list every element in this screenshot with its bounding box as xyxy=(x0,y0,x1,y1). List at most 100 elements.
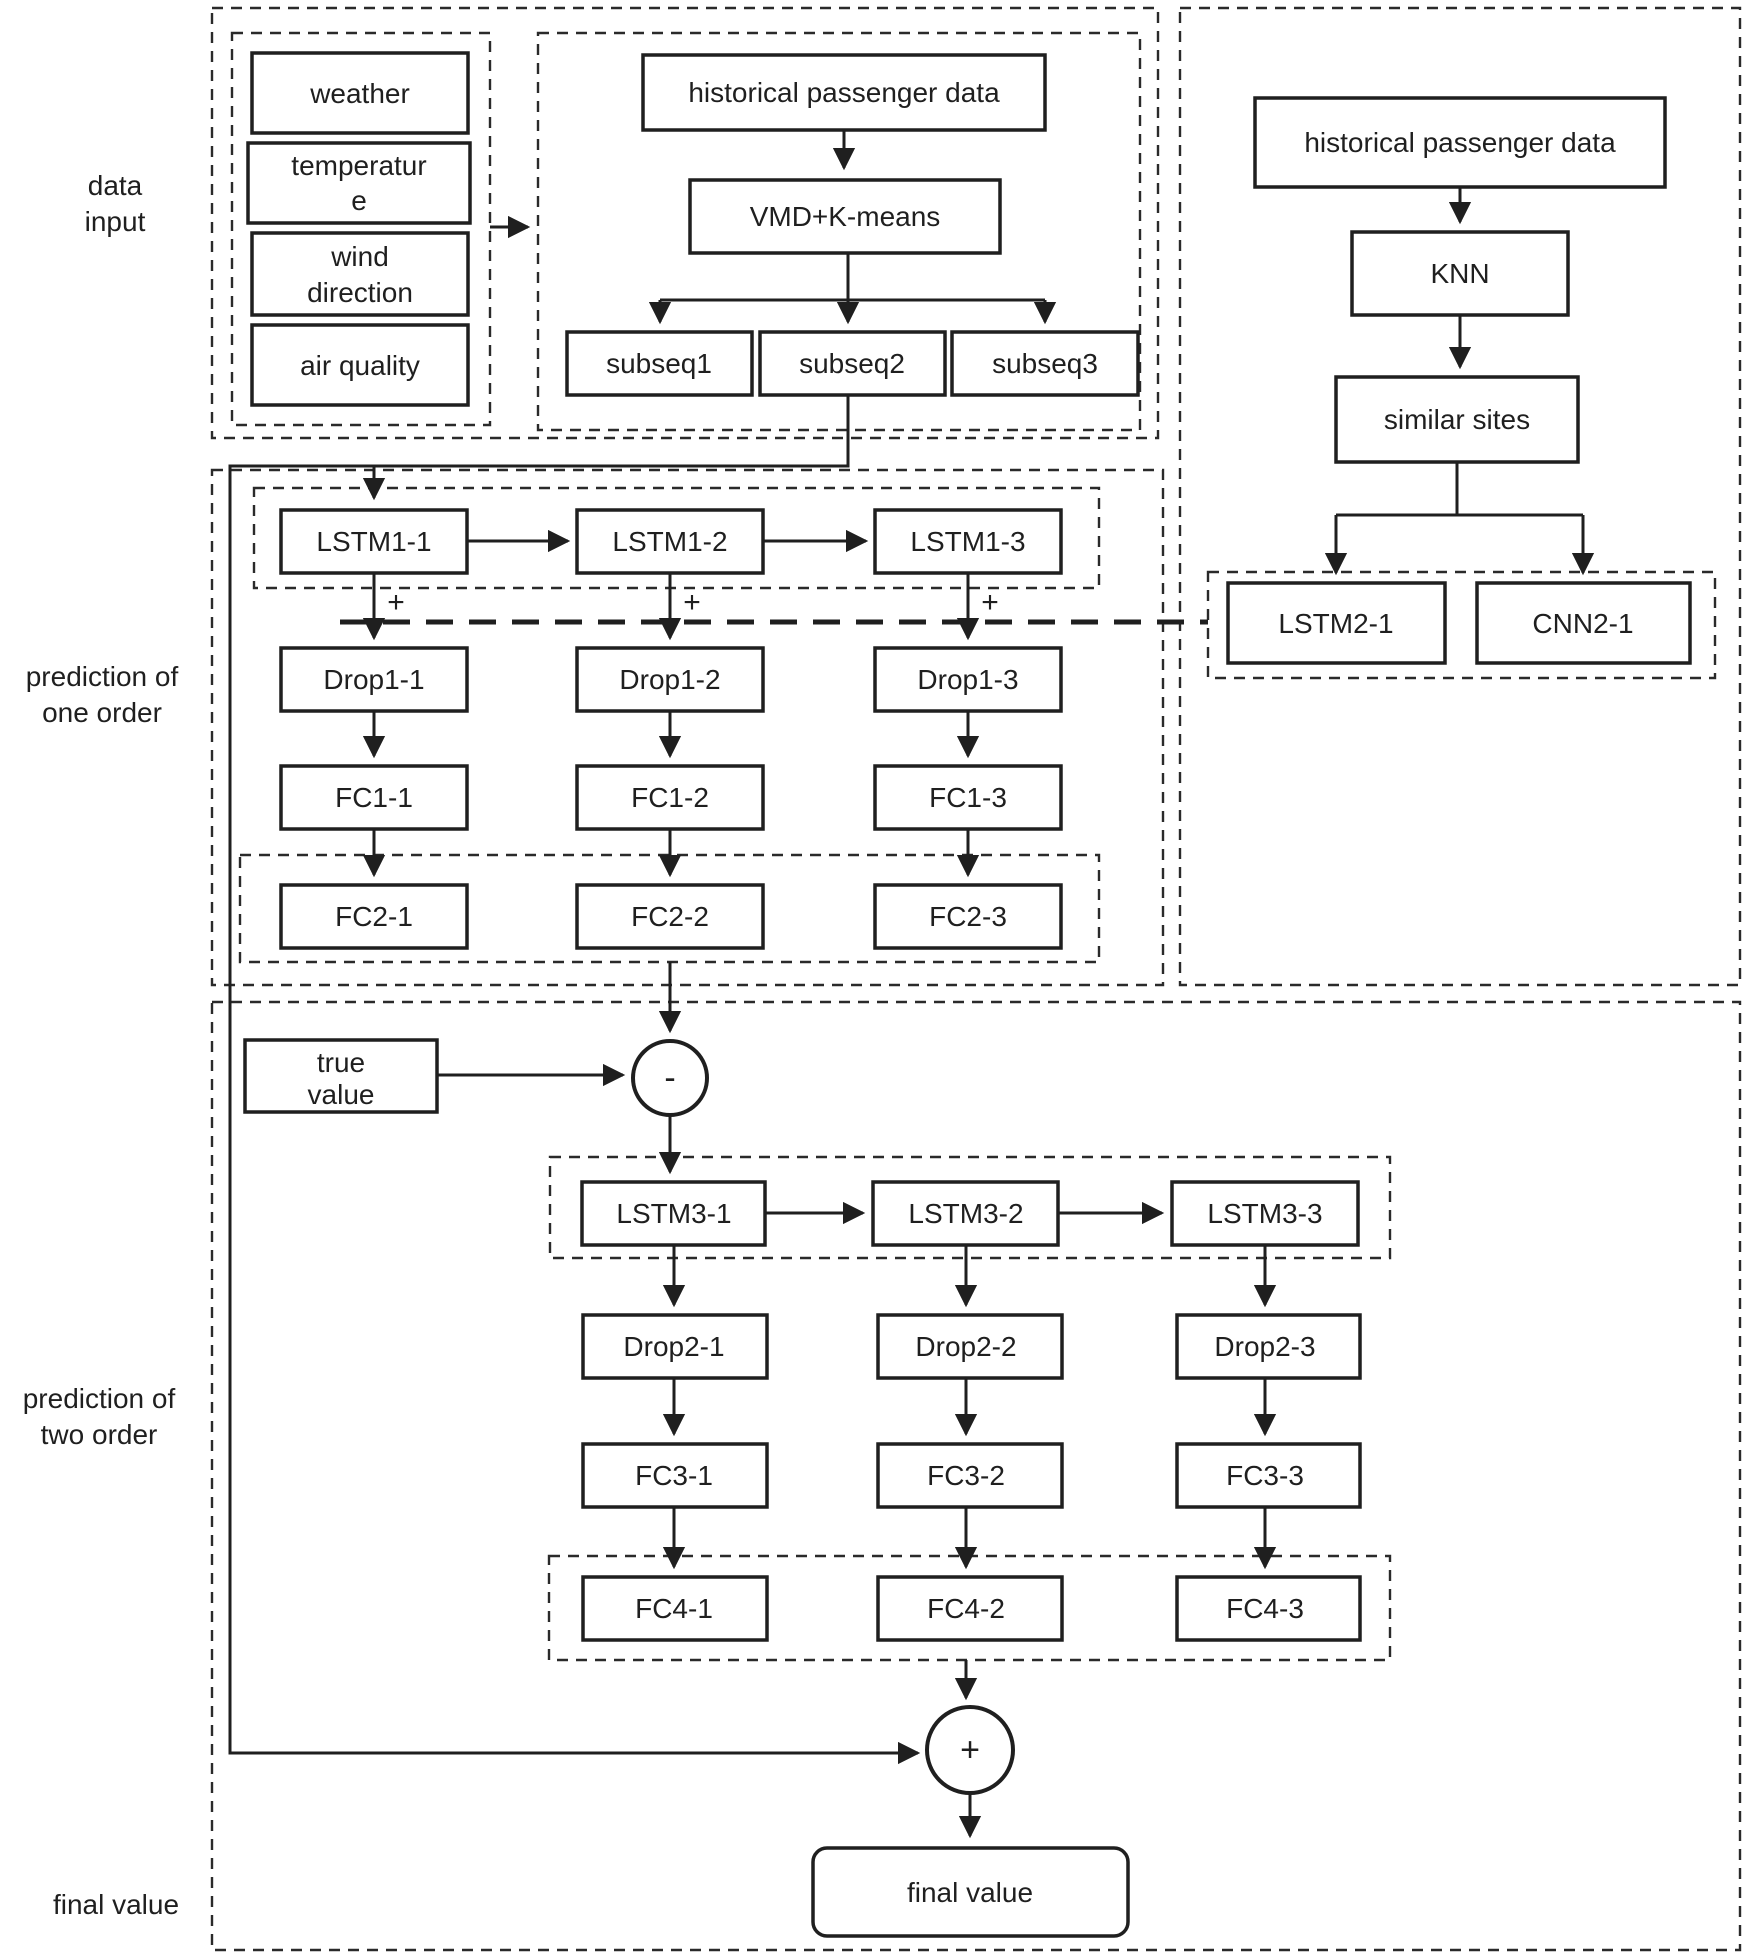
svg-text:FC4-3: FC4-3 xyxy=(1226,1593,1304,1624)
svg-text:temperatur: temperatur xyxy=(291,150,426,181)
label-data-input-1: data xyxy=(88,170,143,201)
lstm2-cnn2-frame xyxy=(1206,570,1717,680)
node-fc4-1: FC4-1 xyxy=(581,1575,769,1642)
node-fc1-3: FC1-3 xyxy=(873,764,1063,831)
svg-text:+: + xyxy=(960,1731,980,1769)
svg-text:FC1-3: FC1-3 xyxy=(929,782,1007,813)
svg-text:LSTM2-1: LSTM2-1 xyxy=(1278,608,1393,639)
svg-text:LSTM3-1: LSTM3-1 xyxy=(616,1198,731,1229)
svg-text:value: value xyxy=(308,1079,375,1110)
node-fc4-3: FC4-3 xyxy=(1175,1575,1362,1642)
svg-text:LSTM1-2: LSTM1-2 xyxy=(612,526,727,557)
svg-text:Drop2-2: Drop2-2 xyxy=(915,1331,1016,1362)
label-two-order-2: two order xyxy=(41,1419,158,1450)
node-lstm3-2: LSTM3-2 xyxy=(871,1180,1060,1247)
svg-text:subseq1: subseq1 xyxy=(606,348,712,379)
svg-text:wind: wind xyxy=(330,241,389,272)
svg-text:FC1-1: FC1-1 xyxy=(335,782,413,813)
svg-text:FC3-1: FC3-1 xyxy=(635,1460,713,1491)
lstm3-row-frame xyxy=(548,1155,1392,1260)
node-fc1-2: FC1-2 xyxy=(575,764,765,831)
svg-text:subseq3: subseq3 xyxy=(992,348,1098,379)
svg-text:direction: direction xyxy=(307,277,413,308)
knn-branch-frame xyxy=(1178,6,1742,987)
svg-text:FC2-1: FC2-1 xyxy=(335,901,413,932)
node-similar-sites: similar sites xyxy=(1334,375,1580,464)
node-subseq2: subseq2 xyxy=(758,330,947,397)
svg-text:historical passenger data: historical passenger data xyxy=(688,77,1000,108)
add-mark-3: + xyxy=(981,586,999,619)
svg-text:air quality: air quality xyxy=(300,350,420,381)
node-drop2-1: Drop2-1 xyxy=(581,1313,769,1380)
node-knn: KNN xyxy=(1350,230,1570,317)
svg-text:Drop1-3: Drop1-3 xyxy=(917,664,1018,695)
node-drop2-2: Drop2-2 xyxy=(876,1313,1064,1380)
svg-text:weather: weather xyxy=(309,78,410,109)
connectors xyxy=(228,130,1595,1839)
node-fc3-1: FC3-1 xyxy=(581,1442,769,1509)
node-drop1-2: Drop1-2 xyxy=(575,646,765,713)
svg-text:FC3-2: FC3-2 xyxy=(927,1460,1005,1491)
svg-text:FC4-1: FC4-1 xyxy=(635,1593,713,1624)
svg-text:Drop1-2: Drop1-2 xyxy=(619,664,720,695)
node-historical-passenger-data-left: historical passenger data xyxy=(641,53,1047,132)
node-drop2-3: Drop2-3 xyxy=(1175,1313,1362,1380)
svg-text:true: true xyxy=(317,1047,365,1078)
node-fc2-1: FC2-1 xyxy=(279,883,469,950)
node-lstm2-1: LSTM2-1 xyxy=(1226,581,1447,665)
svg-text:FC4-2: FC4-2 xyxy=(927,1593,1005,1624)
prediction-one-frame xyxy=(210,468,1165,987)
node-air-quality: air quality xyxy=(250,323,470,407)
node-weather: weather xyxy=(250,51,470,135)
node-final-value: final value xyxy=(811,1846,1130,1938)
node-fc3-2: FC3-2 xyxy=(876,1442,1064,1509)
data-input-frame xyxy=(210,6,1160,440)
node-fc3-3: FC3-3 xyxy=(1175,1442,1362,1509)
section-frames xyxy=(210,6,1742,1952)
node-subseq3: subseq3 xyxy=(950,330,1140,397)
prediction-two-frame xyxy=(210,1000,1742,1952)
node-true-value: true value xyxy=(243,1038,439,1114)
svg-text:CNN2-1: CNN2-1 xyxy=(1532,608,1633,639)
section-labels: data input prediction of one order predi… xyxy=(23,170,179,1920)
svg-text:historical passenger data: historical passenger data xyxy=(1304,127,1616,158)
svg-text:similar sites: similar sites xyxy=(1384,404,1530,435)
svg-text:LSTM1-1: LSTM1-1 xyxy=(316,526,431,557)
add-mark-1: + xyxy=(387,586,405,619)
svg-text:FC1-2: FC1-2 xyxy=(631,782,709,813)
node-temperature: temperatur e xyxy=(246,141,472,225)
node-drop1-1: Drop1-1 xyxy=(279,646,469,713)
svg-text:Drop2-1: Drop2-1 xyxy=(623,1331,724,1362)
svg-text:-: - xyxy=(664,1059,675,1097)
svg-text:KNN: KNN xyxy=(1430,258,1489,289)
feature-list-frame xyxy=(230,31,492,427)
svg-text:LSTM3-3: LSTM3-3 xyxy=(1207,1198,1322,1229)
svg-text:e: e xyxy=(351,185,367,216)
svg-text:FC2-3: FC2-3 xyxy=(929,901,1007,932)
svg-text:Drop2-3: Drop2-3 xyxy=(1214,1331,1315,1362)
node-fc2-3: FC2-3 xyxy=(873,883,1063,950)
svg-text:final value: final value xyxy=(907,1877,1033,1908)
node-historical-passenger-data-right: historical passenger data xyxy=(1253,96,1667,189)
svg-text:subseq2: subseq2 xyxy=(799,348,905,379)
svg-text:LSTM1-3: LSTM1-3 xyxy=(910,526,1025,557)
label-two-order-1: prediction of xyxy=(23,1383,176,1414)
lstm1-row-frame xyxy=(252,486,1101,590)
node-vmd-kmeans: VMD+K-means xyxy=(688,178,1002,255)
label-one-order-2: one order xyxy=(42,697,162,728)
node-lstm1-3: LSTM1-3 xyxy=(873,508,1063,575)
plus-junction: + xyxy=(925,1705,1015,1795)
node-fc1-1: FC1-1 xyxy=(279,764,469,831)
node-subseq1: subseq1 xyxy=(565,330,754,397)
node-lstm3-3: LSTM3-3 xyxy=(1170,1180,1360,1247)
node-drop1-3: Drop1-3 xyxy=(873,646,1063,713)
label-final-value: final value xyxy=(53,1889,179,1920)
add-mark-2: + xyxy=(683,586,701,619)
node-lstm3-1: LSTM3-1 xyxy=(580,1180,767,1247)
svg-text:VMD+K-means: VMD+K-means xyxy=(750,201,941,232)
minus-junction: - xyxy=(631,1039,709,1117)
node-lstm1-1: LSTM1-1 xyxy=(279,508,469,575)
svg-text:Drop1-1: Drop1-1 xyxy=(323,664,424,695)
